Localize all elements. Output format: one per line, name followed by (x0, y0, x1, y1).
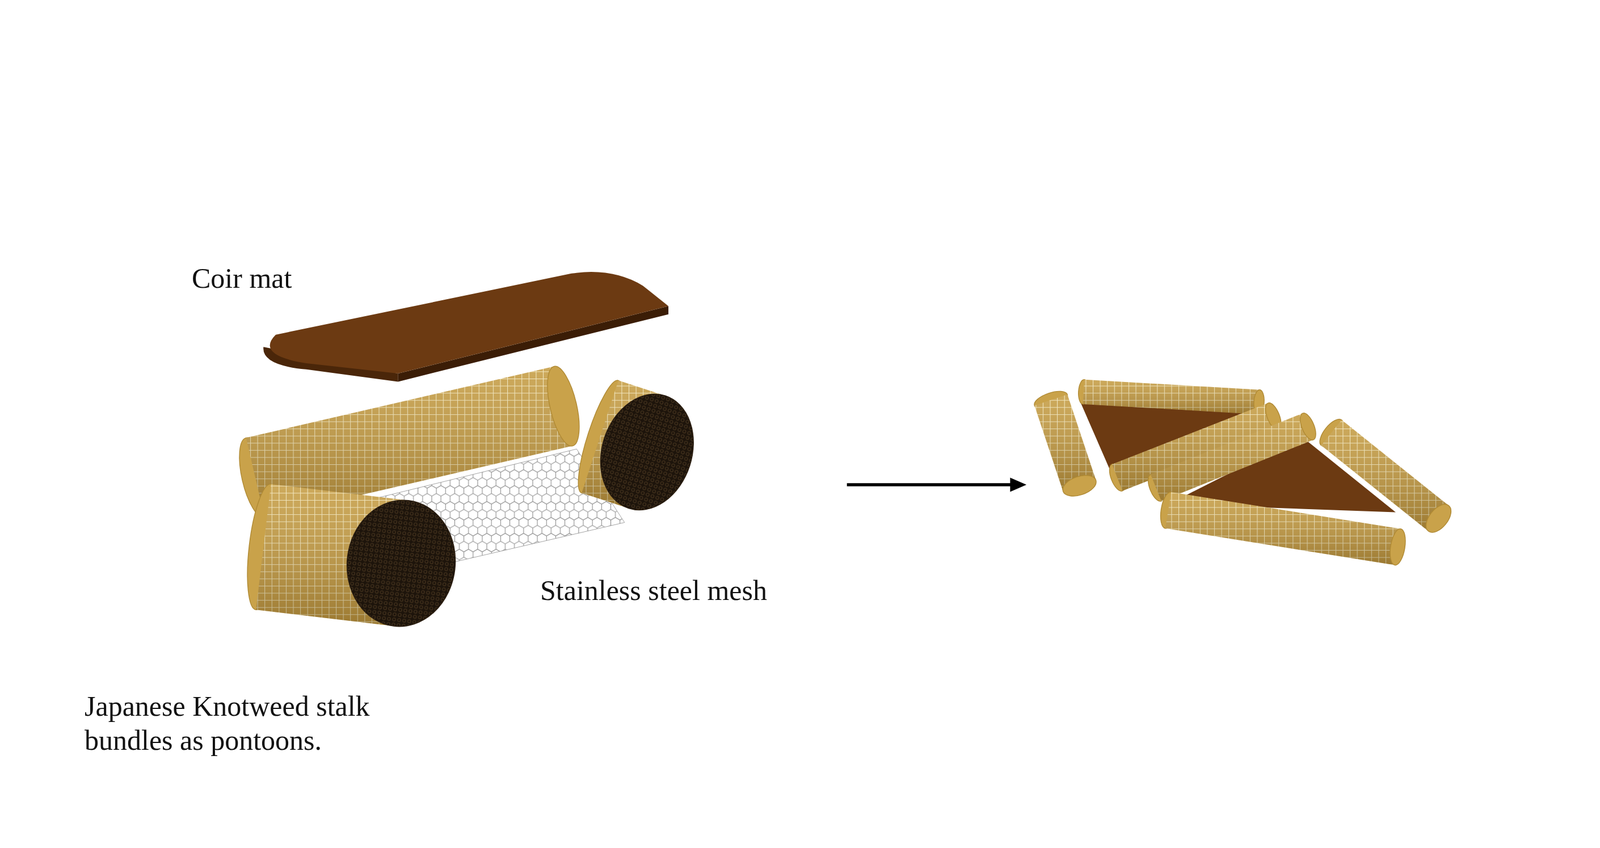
part-label: Coir mat (191, 260, 292, 296)
pontoon-bundle (1032, 387, 1099, 500)
part-label: Stainless steel mesh (540, 573, 768, 608)
part-label: Japanese Knotweed stalk bundles as ponto… (84, 688, 448, 757)
bundle-end-face (586, 381, 709, 522)
bundle-end (1059, 471, 1099, 500)
bundle-end-face (339, 493, 462, 633)
assembled-raft (1032, 379, 1456, 566)
bundle-end (1421, 499, 1456, 537)
bundle-mesh-wrap (1165, 491, 1401, 566)
pontoon-bundle (241, 482, 463, 633)
bundle-shade (1165, 491, 1401, 566)
bundle-mesh-wrap (1083, 379, 1261, 415)
arrow-head (1009, 477, 1027, 492)
bundle-shade (1150, 413, 1314, 501)
bundle-end (1387, 527, 1408, 567)
arrow-line (847, 482, 1013, 486)
coir-mat (270, 271, 669, 374)
pontoon-bundle (570, 376, 709, 522)
pontoon-bundle (1144, 410, 1320, 504)
bundle-end (541, 363, 586, 449)
bundle-mesh-wrap (1150, 413, 1314, 501)
pontoon-bundle (1158, 490, 1408, 567)
pontoon-bundle (1078, 379, 1266, 415)
bundle-end (1297, 410, 1320, 442)
bundle-shade (1083, 379, 1261, 415)
